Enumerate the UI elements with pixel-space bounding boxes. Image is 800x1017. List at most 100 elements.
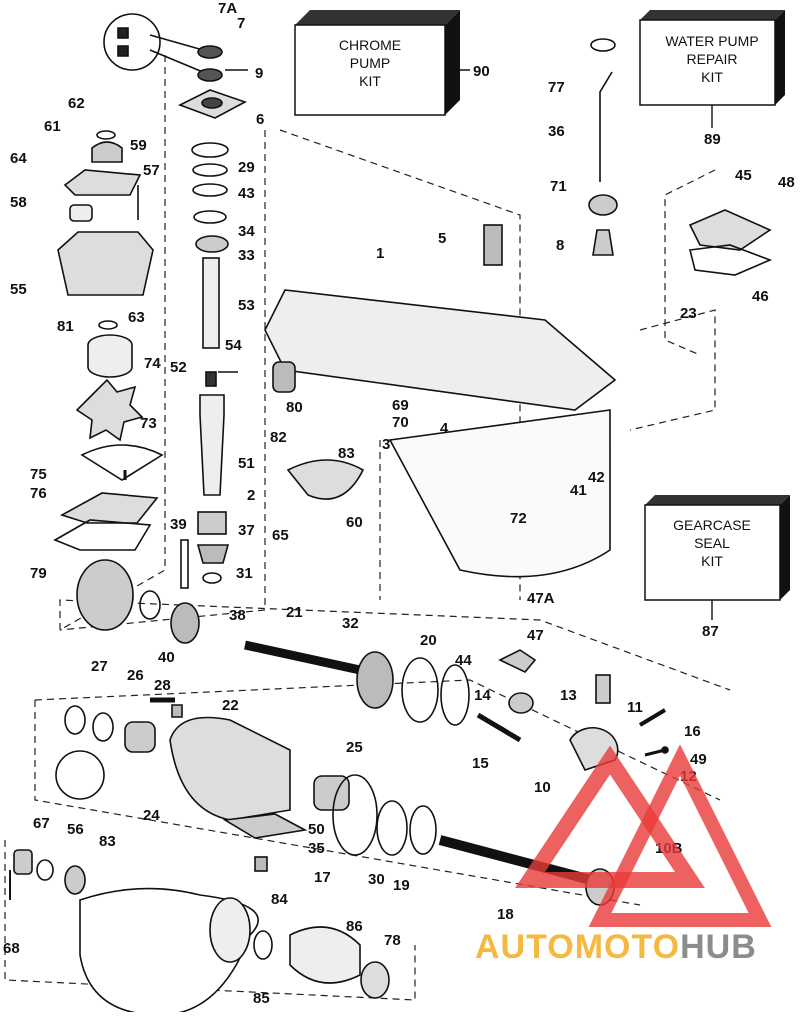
callout: 28 [154, 677, 171, 694]
callout: 10 [534, 779, 551, 796]
water-pump-kit-line1: WATER PUMP [665, 33, 758, 49]
pin-16 [638, 708, 667, 727]
callout: 14 [474, 687, 491, 704]
impeller-74 [75, 378, 144, 442]
grommet-62 [96, 130, 116, 140]
watermark-moto: MOTO [575, 928, 680, 966]
callout: 26 [127, 667, 144, 684]
shifter-15 [476, 712, 522, 743]
thrust-bearing-20 [401, 657, 439, 723]
chrome-pump-kit-number: 90 [473, 63, 490, 80]
chrome-pump-kit-box: CHROME PUMP KIT [294, 10, 460, 116]
bearing-26 [124, 721, 156, 753]
driveshaft-53 [202, 257, 220, 349]
callout: 64 [10, 150, 27, 167]
bearing-2 [197, 511, 227, 535]
watermark-logo: AUTOMOTOHUB [475, 744, 772, 966]
callout: 49 [690, 751, 707, 768]
callout: 36 [548, 123, 565, 140]
cover-group-outline-2 [629, 309, 716, 431]
prop-hub-84 [209, 897, 251, 963]
callout: 38 [229, 607, 246, 624]
bearing-housing-24 [169, 716, 291, 821]
cover-group-outline [664, 169, 716, 356]
callout: 54 [225, 337, 242, 354]
callout: 9 [255, 65, 263, 82]
trim-tab-60 [286, 459, 365, 500]
callout: 53 [238, 297, 255, 314]
chrome-pump-kit-line2: PUMP [350, 55, 390, 71]
callout: 47A [527, 590, 555, 607]
watermark-triangle-2 [588, 744, 772, 927]
spacer-67 [36, 859, 54, 881]
shim-43b [192, 183, 228, 197]
washer-78 [360, 961, 390, 999]
callout: 18 [497, 906, 514, 923]
seal-7 [197, 68, 223, 82]
callout: 86 [346, 918, 363, 935]
seal-7a [197, 45, 223, 59]
callout: 72 [510, 510, 527, 527]
screen-5 [483, 224, 503, 266]
callout: 78 [384, 932, 401, 949]
reverse-gear-32 [356, 651, 394, 709]
callout: 20 [420, 632, 437, 649]
group-outlines [4, 55, 731, 1001]
callout: 83 [99, 833, 116, 850]
propshaft-21 [244, 640, 361, 675]
thrust-washer-44 [440, 664, 470, 726]
nut-31 [202, 572, 222, 584]
shift-lever-14 [498, 649, 537, 673]
callout: 33 [238, 247, 255, 264]
seal-detail-circle [103, 13, 161, 71]
callout: 81 [57, 318, 74, 335]
callout: 19 [393, 877, 410, 894]
pinion-group-outline [59, 599, 731, 691]
grommet-61 [91, 141, 123, 163]
callout: 37 [238, 522, 255, 539]
water-pump-kit-number: 89 [704, 131, 721, 148]
watermark-auto: AUTO [475, 928, 575, 966]
pump-group-outline [59, 55, 166, 631]
callout: 32 [342, 615, 359, 632]
callout: 59 [130, 137, 147, 154]
shaft-51 [199, 394, 225, 496]
seal-27a [64, 705, 86, 735]
callout: 35 [308, 840, 325, 857]
chrome-pump-kit-line1: CHROME [339, 37, 401, 53]
callout: 30 [368, 871, 385, 888]
callout: 50 [308, 821, 325, 838]
callout: 77 [548, 79, 565, 96]
washer-19 [409, 805, 437, 855]
oring-29 [191, 142, 229, 158]
water-pump-kit-line2: REPAIR [686, 51, 737, 67]
callout: 79 [30, 565, 47, 582]
insert-58 [69, 204, 93, 222]
callout: 8 [556, 237, 564, 254]
callout: 67 [33, 815, 50, 832]
callout: 83 [338, 445, 355, 462]
liner-63 [87, 334, 133, 378]
seal-27b [92, 712, 114, 742]
callout: 29 [238, 159, 255, 176]
shim-43a [192, 163, 228, 177]
callout: 17 [314, 869, 331, 886]
callout: 5 [438, 230, 446, 247]
washer-34 [193, 210, 227, 224]
callout: 24 [143, 807, 160, 824]
pump-housing-55 [57, 231, 154, 296]
callout: 65 [272, 527, 289, 544]
callout: 56 [67, 821, 84, 838]
gearcase-seal-kit-line3: KIT [701, 553, 723, 569]
bearing-33 [195, 235, 229, 253]
callout: 75 [30, 466, 47, 483]
propshaft-group-outline [34, 700, 641, 906]
callout: 82 [270, 429, 287, 446]
callout: 52 [170, 359, 187, 376]
cover-45 [688, 209, 772, 251]
grommet-77 [590, 38, 616, 52]
callout: 41 [570, 482, 587, 499]
spacer-86 [289, 926, 361, 984]
